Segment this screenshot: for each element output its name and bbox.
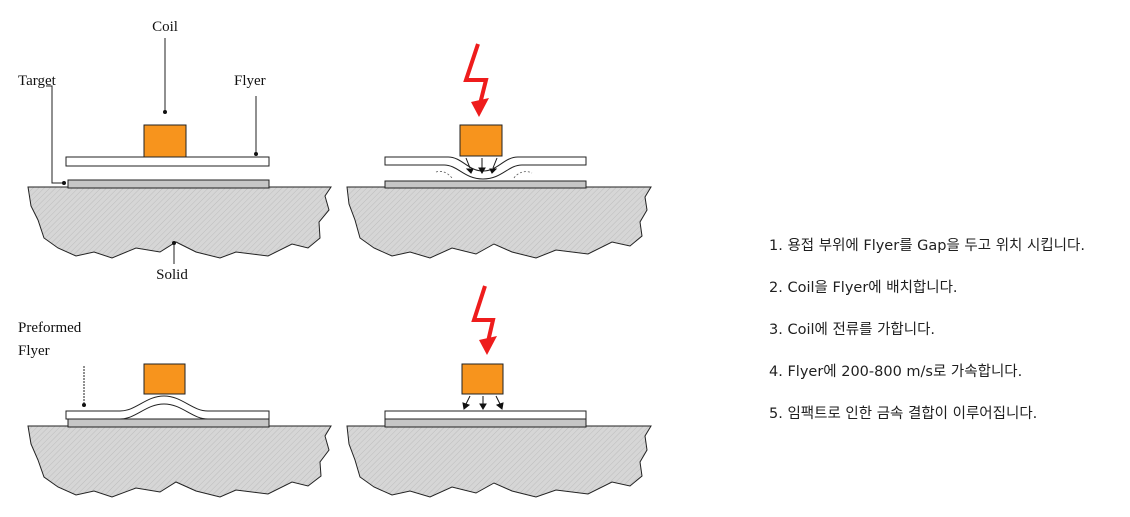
panel-preformed-flyer: Preformed Flyer <box>18 320 332 498</box>
step-3: 3. Coil에 전류를 가합니다. <box>769 322 936 338</box>
solid-ground <box>27 186 332 259</box>
panel-initial-setup: Coil Target Flyer Solid <box>18 19 332 283</box>
target-plate <box>67 179 270 189</box>
panel-current-applied <box>346 43 652 259</box>
pressure-arrows <box>462 395 504 410</box>
solid-ground <box>346 186 652 259</box>
panel-preformed-current-applied <box>346 285 652 498</box>
step-4: 4. Flyer에 200-800 m/s로 가속합니다. <box>769 364 1023 380</box>
preformed-label-line2: Flyer <box>18 343 50 359</box>
preformed-label-line1: Preformed <box>18 320 82 336</box>
lightning-bolt-icon <box>463 43 489 109</box>
solid-ground <box>27 425 332 498</box>
step-2: 2. Coil을 Flyer에 배치합니다. <box>769 280 958 296</box>
target-plate <box>67 418 270 428</box>
coil-block <box>459 124 503 157</box>
process-diagram: Coil Target Flyer Solid <box>18 19 652 498</box>
solid-label: Solid <box>156 267 188 283</box>
flyer-label: Flyer <box>234 73 266 89</box>
flyer-plate <box>384 410 587 420</box>
coil-label: Coil <box>152 19 178 35</box>
step-5: 5. 임팩트로 인한 금속 결합이 이루어집니다. <box>769 406 1038 422</box>
coil-block <box>143 124 187 158</box>
flyer-plate <box>65 156 270 167</box>
process-steps-list: 1. 용접 부위에 Flyer를 Gap을 두고 위치 시킵니다. 2. Coi… <box>769 235 1085 445</box>
target-label: Target <box>18 73 57 89</box>
step-1: 1. 용접 부위에 Flyer를 Gap을 두고 위치 시킵니다. <box>769 238 1085 254</box>
coil-block <box>461 363 504 395</box>
solid-ground <box>346 425 652 498</box>
target-plate <box>384 418 587 428</box>
flyer-plate-preformed <box>65 395 270 420</box>
lightning-bolt-icon <box>471 285 496 347</box>
pressure-arrows <box>465 157 498 174</box>
target-plate <box>384 180 587 189</box>
flyer-plate-deformed <box>384 156 587 180</box>
coil-block <box>143 363 186 395</box>
